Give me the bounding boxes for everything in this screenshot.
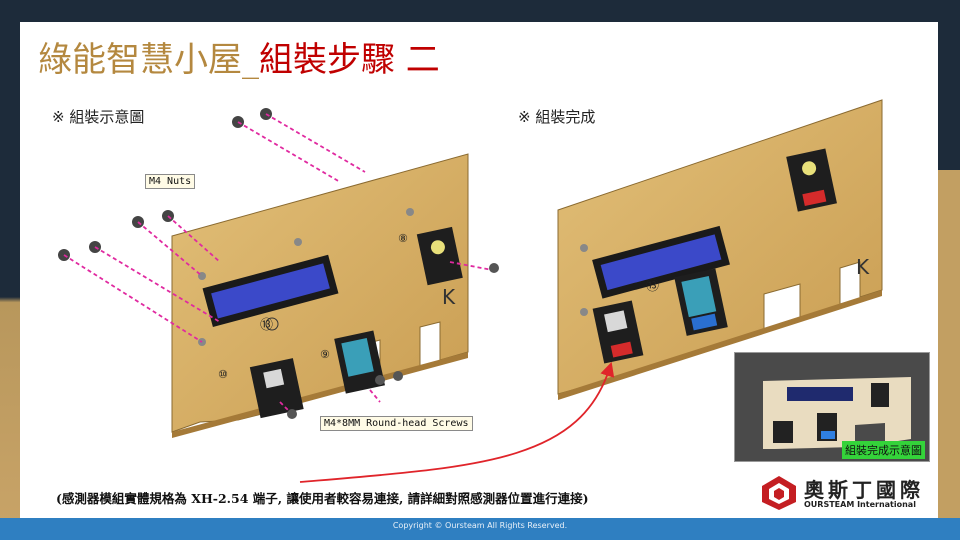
connection-note: (感測器模組實體規格為 XH-2.54 端子, 讓使用者較容易連接, 請詳細對照…	[56, 491, 589, 506]
callout-m4-screws: M4*8MM Round-head Screws	[320, 416, 473, 431]
mark-k-right: K	[856, 255, 870, 279]
mark-lcd-left: ⑬	[260, 318, 273, 333]
title-part-2: 組裝步驟 二	[259, 40, 440, 80]
assembly-illustration: ⑬ ⑧ ⑨ ⑩ K ⑬ K	[58, 99, 883, 483]
board-right	[299, 99, 883, 483]
mark-lcd-right: ⑬	[646, 279, 659, 294]
footer-copyright: Copyright © Oursteam All Rights Reserved…	[392, 521, 568, 530]
mark-10: ⑩	[218, 368, 228, 381]
photo-caption: 組裝完成示意圖	[842, 441, 925, 459]
logo-name-cn: 奧斯丁國際	[804, 478, 924, 502]
slide-title: 綠能智慧小屋_組裝步驟 二	[38, 38, 440, 82]
label-complete: ※ 組裝完成	[518, 108, 596, 126]
mark-k-left: K	[442, 285, 456, 309]
footer-bar: Copyright © Oursteam All Rights Reserved…	[0, 518, 960, 540]
mark-9: ⑨	[320, 348, 330, 361]
mark-8: ⑧	[398, 232, 408, 245]
assembled-photo: 組裝完成示意圖	[734, 352, 930, 462]
label-diagram: ※ 組裝示意圖	[52, 108, 145, 126]
slide: 綠能智慧小屋_組裝步驟 二 ※ 組裝示意圖 ※ 組裝完成	[20, 22, 938, 518]
board-left	[58, 108, 499, 438]
logo-name-en: OURSTEAM International	[804, 500, 916, 509]
company-logo: 奧斯丁國際 OURSTEAM International	[760, 474, 935, 514]
title-part-1: 綠能智慧小屋_	[38, 40, 259, 80]
callout-m4-nuts: M4 Nuts	[145, 174, 196, 189]
logo-icon	[762, 476, 796, 510]
